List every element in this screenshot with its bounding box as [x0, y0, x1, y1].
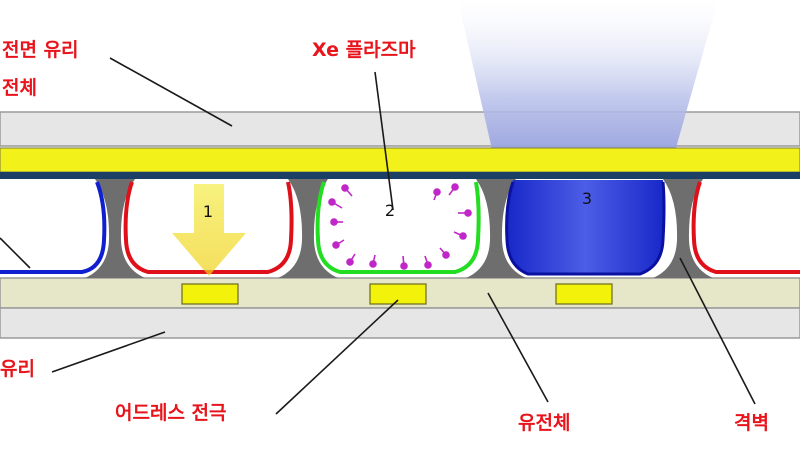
leader-barrier [679, 257, 756, 405]
label-address-electrode: 어드레스 전극 [115, 402, 227, 424]
leader-xe-plasma [374, 71, 394, 211]
barrier-rib [466, 179, 526, 278]
leader-front-glass [109, 57, 233, 127]
cell-right-red-phosphor [691, 181, 800, 274]
leader-address-electrode [275, 299, 399, 415]
barrier-ribs [85, 179, 713, 278]
label-xe-plasma: Xe 플라즈마 [312, 39, 416, 61]
barrier-rib [653, 179, 713, 278]
cell-2-green-phosphor [315, 181, 481, 274]
down-arrow-icon [172, 184, 246, 276]
cell-number-1: 1 [203, 202, 213, 221]
cell-number-3: 3 [582, 189, 592, 208]
plasma-particle-icon [328, 183, 472, 270]
label-dielectric: 유전체 [518, 412, 570, 434]
cell-3-blue-fill [506, 180, 664, 275]
cell-left-blue-phosphor [0, 181, 107, 274]
address-electrode [181, 283, 239, 305]
leader-left-edge [0, 237, 31, 269]
leader-rear-glass [51, 331, 166, 373]
address-electrode [369, 283, 427, 305]
address-electrode [555, 283, 613, 305]
cell-3-blue-phosphor [505, 181, 666, 276]
label-barrier: 격벽 [734, 412, 769, 434]
front-dielectric-layer [0, 147, 800, 173]
light-beam-icon [458, 0, 718, 176]
protective-layer [0, 172, 800, 179]
rear-glass-plate [0, 307, 800, 339]
label-front-dielectric: 전체 [2, 77, 37, 99]
leader-dielectric [487, 292, 549, 403]
label-front-glass: 전면 유리 [2, 39, 79, 61]
barrier-rib [278, 179, 338, 278]
cell-number-2: 2 [385, 201, 395, 220]
label-rear-glass: 유리 [0, 358, 35, 380]
barrier-rib [85, 179, 145, 278]
